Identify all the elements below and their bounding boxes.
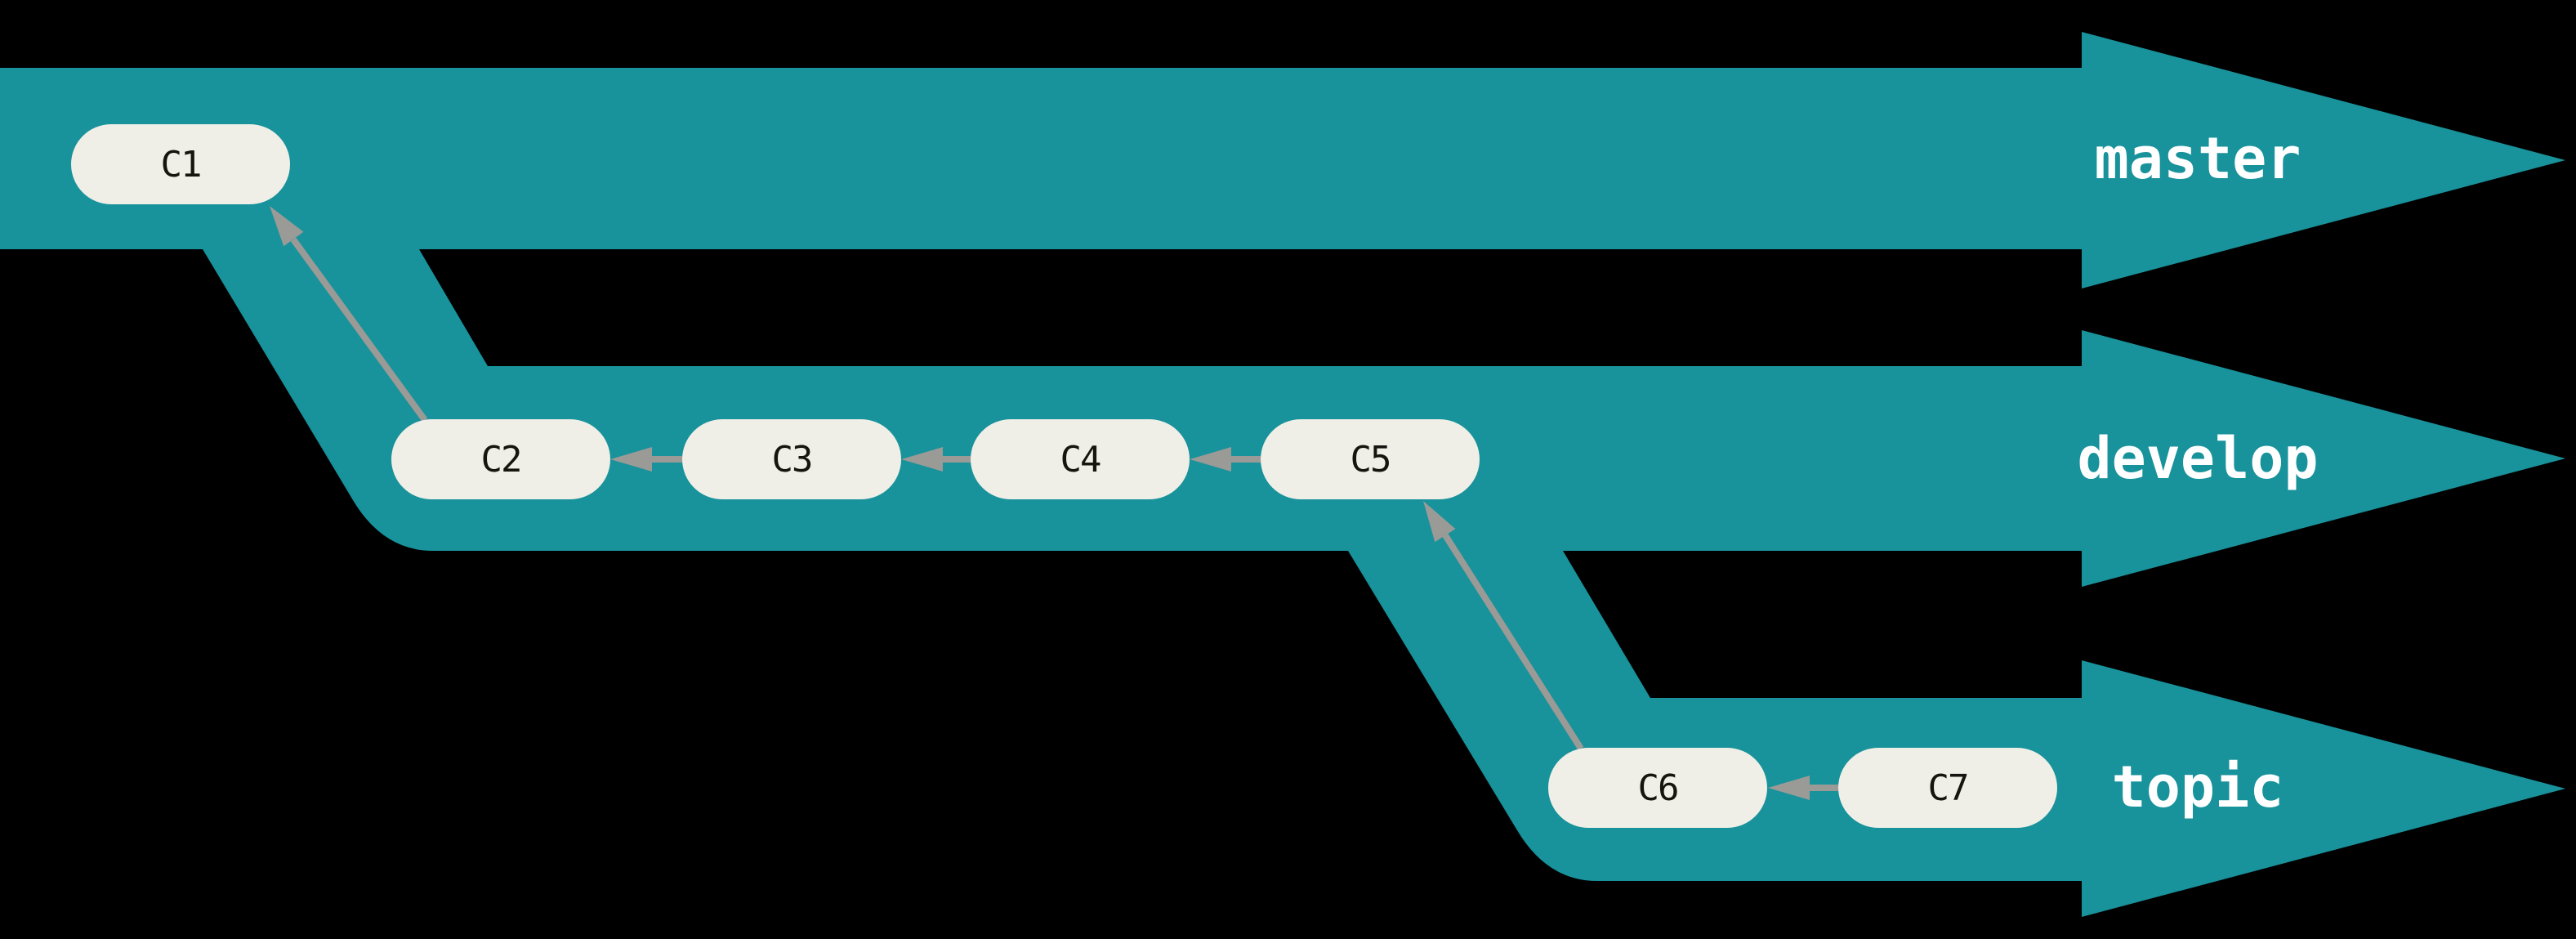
commit-node-c5: C5 xyxy=(1261,419,1480,499)
master-branch-band xyxy=(0,32,2565,288)
develop-branch-band xyxy=(203,249,2565,587)
arrow-c2-c1-head xyxy=(270,206,304,247)
arrow-c3-c2-head xyxy=(610,447,652,472)
arrow-c7-c6-head xyxy=(1768,776,1810,800)
branch-label-topic: topic xyxy=(2111,753,2284,821)
topic-branch-band xyxy=(1348,551,2565,917)
commit-node-c1: C1 xyxy=(71,124,290,204)
arrow-c4-c3-head xyxy=(901,447,943,472)
arrow-c2-c1-shaft xyxy=(290,237,428,423)
commit-node-c3: C3 xyxy=(682,419,901,499)
branch-label-develop: develop xyxy=(2077,425,2319,492)
arrow-c6-c5-shaft xyxy=(1442,533,1584,751)
commit-arrows xyxy=(270,206,1838,800)
arrow-c6-c5-head xyxy=(1423,501,1456,543)
commit-node-c2: C2 xyxy=(391,419,610,499)
commit-node-c7: C7 xyxy=(1838,748,2057,828)
arrow-c5-c4-head xyxy=(1190,447,1231,472)
branch-label-master: master xyxy=(2094,125,2301,192)
commit-node-c6: C6 xyxy=(1548,748,1767,828)
commit-node-c4: C4 xyxy=(971,419,1190,499)
